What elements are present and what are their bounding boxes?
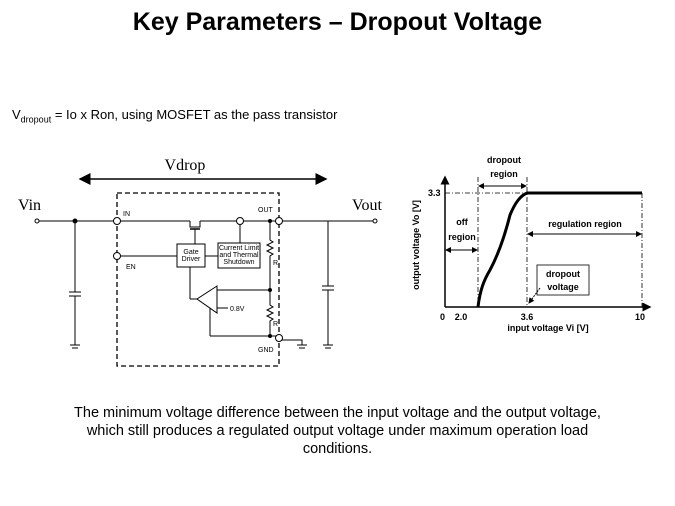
x-axis-label: input voltage Vi [V] bbox=[507, 323, 588, 333]
reference-voltage-label: 0.8V bbox=[230, 306, 245, 313]
ldo-circuit: Vdrop Vin Vout IN EN OUT bbox=[18, 157, 382, 367]
x-tick: 0 bbox=[440, 312, 445, 322]
x-tick: 3.6 bbox=[521, 312, 534, 322]
off-region-label: off bbox=[456, 217, 468, 227]
vout-curve bbox=[476, 191, 642, 308]
y-tick: 3.3 bbox=[428, 188, 441, 198]
dropout-voltage-label: dropout bbox=[546, 269, 580, 279]
vdrop-label: Vdrop bbox=[165, 157, 206, 174]
dropout-voltage-label: voltage bbox=[547, 282, 579, 292]
description: The minimum voltage difference between t… bbox=[74, 405, 601, 457]
current-limit-label: Current Limit bbox=[219, 245, 259, 252]
resistor-label: R bbox=[273, 260, 278, 267]
x-tick: 2.0 bbox=[455, 312, 468, 322]
pin-en bbox=[113, 252, 121, 260]
dropout-region-label: region bbox=[490, 169, 518, 179]
error-amplifier bbox=[196, 285, 218, 314]
off-region-label: region bbox=[448, 232, 476, 242]
resistor-divider bbox=[265, 221, 275, 336]
resistor-label: R bbox=[273, 321, 278, 328]
pin-gnd bbox=[275, 334, 283, 342]
pin-out-label: OUT bbox=[258, 207, 274, 214]
dropout-region-label: dropout bbox=[487, 155, 521, 165]
pin-in bbox=[113, 217, 121, 225]
dropout-voltage-callout bbox=[536, 264, 590, 296]
regulation-region-label: regulation region bbox=[548, 219, 622, 229]
dropout-formula: Vdropout = Io x Ron, using MOSFET as the… bbox=[12, 107, 337, 125]
vout-label: Vout bbox=[352, 197, 382, 214]
formula-sub: dropout bbox=[20, 114, 52, 125]
current-limit-label: and Thermal bbox=[219, 252, 259, 259]
slide-title: Key Parameters – Dropout Voltage bbox=[132, 8, 543, 36]
pin-gnd-label: GND bbox=[258, 347, 274, 354]
formula-v: V bbox=[12, 107, 21, 122]
dropout-graph: output voltage Vo [V] input voltage Vi [… bbox=[411, 155, 652, 333]
vin-label: Vin bbox=[18, 197, 41, 214]
pin-out bbox=[275, 217, 283, 225]
gate-driver-label: Gate bbox=[183, 249, 198, 256]
current-limit-block bbox=[217, 242, 261, 269]
current-limit-label: Shutdown bbox=[223, 259, 254, 266]
gate-driver-label: Driver bbox=[182, 256, 201, 263]
ldo-ic-boundary bbox=[116, 192, 280, 367]
x-tick: 10 bbox=[635, 312, 645, 322]
pin-en-label: EN bbox=[126, 264, 136, 271]
y-axis-label: output voltage Vo [V] bbox=[411, 200, 421, 290]
vout-terminal bbox=[372, 218, 378, 224]
pin-in-label: IN bbox=[123, 211, 130, 218]
vin-terminal bbox=[34, 218, 40, 224]
formula-text: = Io x Ron, using MOSFET as the pass tra… bbox=[51, 107, 338, 122]
